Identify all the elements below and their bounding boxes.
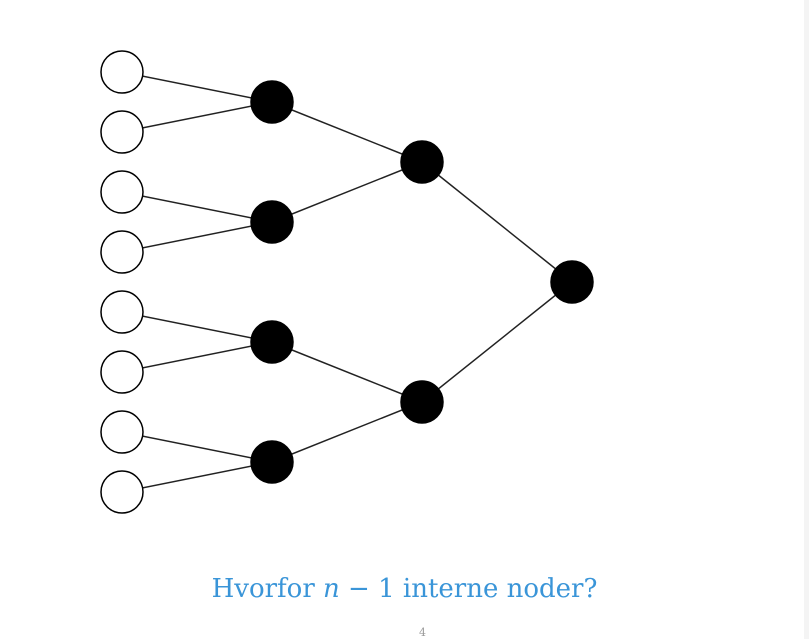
page-number: 4 — [419, 626, 426, 639]
leaf-node — [100, 410, 144, 454]
tree-edge — [121, 431, 273, 463]
internal-node — [250, 320, 294, 364]
tree-nodes — [100, 50, 594, 514]
leaf-node — [100, 290, 144, 334]
leaf-node — [100, 350, 144, 394]
internal-node — [250, 80, 294, 124]
tree-edge — [121, 191, 273, 223]
tree-edge — [271, 101, 423, 163]
tree-edge — [271, 341, 423, 403]
internal-node — [250, 200, 294, 244]
binary-tree-diagram — [100, 50, 594, 514]
leaf-node — [100, 170, 144, 214]
tree-edge — [121, 311, 273, 343]
leaf-node — [100, 230, 144, 274]
tree-edge — [121, 461, 273, 493]
page-edge — [804, 0, 809, 639]
tree-edge — [271, 161, 423, 223]
tree-edge — [421, 281, 573, 403]
tree-edge — [271, 401, 423, 463]
internal-node — [250, 440, 294, 484]
internal-node — [400, 140, 444, 184]
tree-edge — [121, 101, 273, 133]
caption-math-variable: n — [323, 574, 340, 604]
tree-edge — [121, 71, 273, 103]
slide-caption: Hvorfor n − 1 interne noder? — [0, 574, 809, 604]
leaf-node — [100, 470, 144, 514]
caption-text-after: − 1 interne noder? — [339, 574, 598, 604]
internal-node — [400, 380, 444, 424]
leaf-node — [100, 110, 144, 154]
tree-edge — [121, 341, 273, 373]
root-node — [550, 260, 594, 304]
leaf-node — [100, 50, 144, 94]
tree-edge — [421, 161, 573, 283]
tree-edge — [121, 221, 273, 253]
tree-edges — [121, 71, 573, 493]
caption-text-before: Hvorfor — [211, 574, 324, 604]
